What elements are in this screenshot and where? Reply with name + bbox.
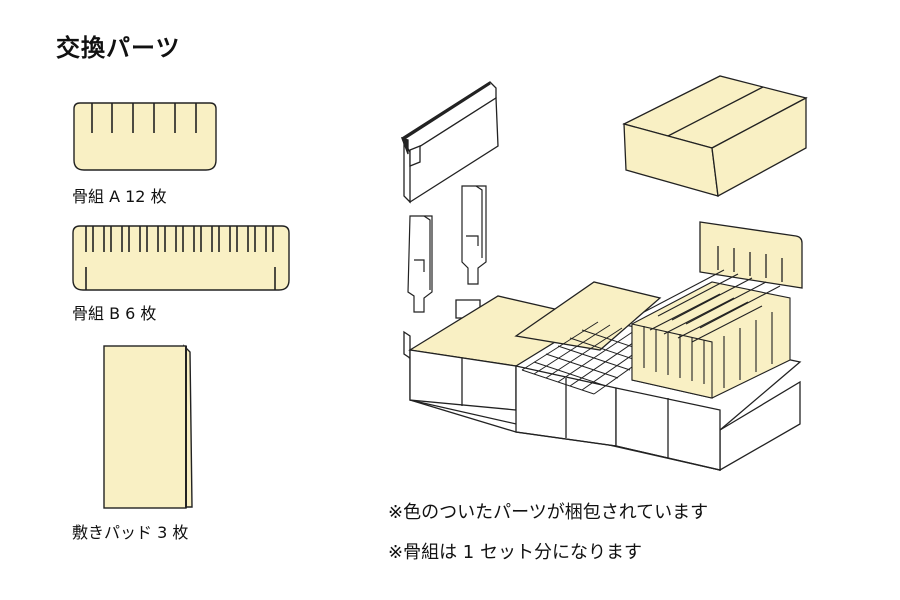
box-lid-part: [622, 75, 808, 198]
frame-b-label: 骨組 B 6 枚: [72, 304, 157, 323]
connector-part: [407, 215, 433, 313]
connector-part: [461, 185, 487, 285]
storage-box: [403, 281, 802, 472]
frame-a-installed: [631, 269, 791, 399]
note-colored-parts: ※色のついたパーツが梱包されています: [388, 502, 709, 523]
rail-part: [400, 81, 499, 204]
frame-b-installed: [699, 221, 803, 289]
bottom-pad-part: [103, 344, 193, 509]
frame-b-part: [72, 225, 290, 291]
bottom-pad-label: 敷きパッド 3 枚: [72, 523, 189, 542]
frame-a-part: [73, 102, 217, 171]
page-title: 交換パーツ: [56, 34, 181, 62]
divider-grid: [521, 321, 671, 395]
note-frame-set: ※骨組は 1 セット分になります: [388, 542, 642, 563]
frame-a-label: 骨組 A 12 枚: [72, 187, 167, 206]
